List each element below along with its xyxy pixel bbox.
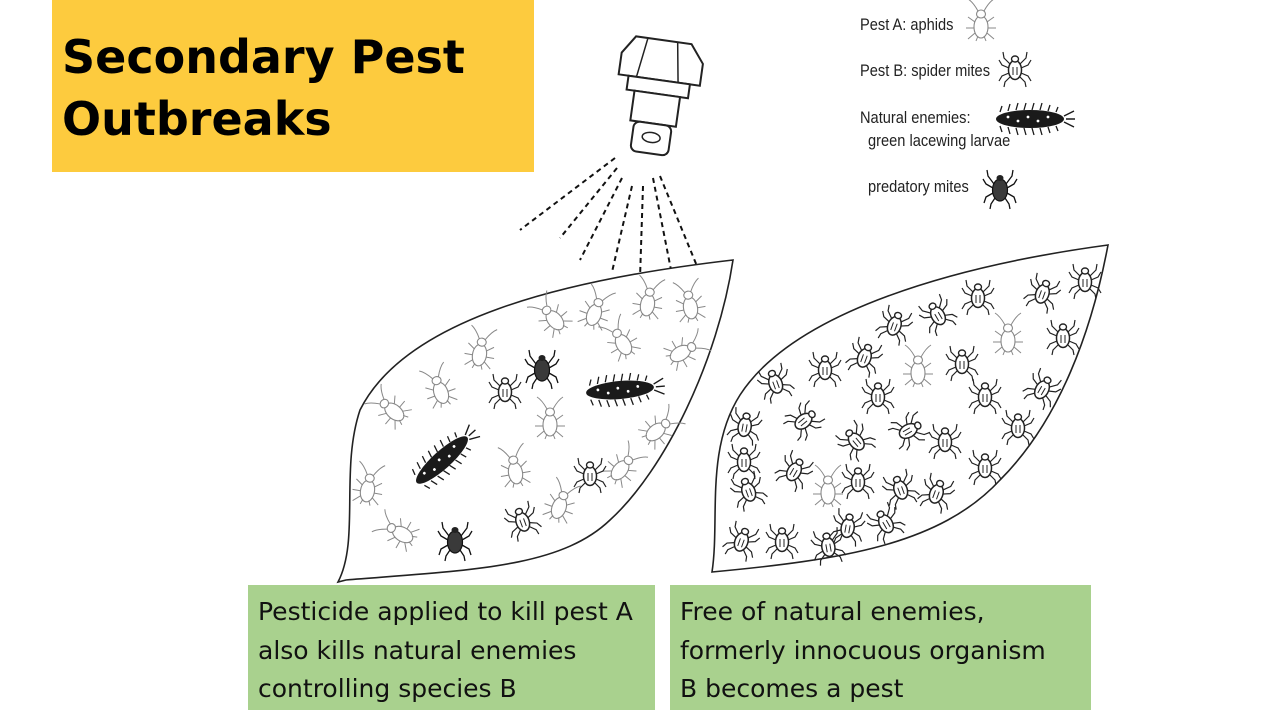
leaf-left — [336, 259, 734, 584]
legend-pest-a: Pest A: aphids — [860, 15, 954, 34]
page-title: Secondary Pest Outbreaks — [62, 26, 465, 150]
caption-left-line-3: controlling species B — [258, 674, 517, 703]
caption-right: Free of natural enemies, formerly innocu… — [670, 585, 1091, 710]
spray-nozzle-icon — [617, 35, 704, 157]
caption-right-line-3: B becomes a pest — [680, 674, 904, 703]
legend-predatory-mites: predatory mites — [868, 177, 969, 196]
legend-natural-enemies: Natural enemies: — [860, 108, 971, 127]
spray-lines — [519, 157, 707, 289]
title-box: Secondary Pest Outbreaks — [52, 0, 534, 172]
title-line-1: Secondary Pest — [62, 30, 465, 84]
legend-icons — [965, 0, 1076, 210]
aphid-icon — [965, 0, 997, 42]
title-line-2: Outbreaks — [62, 92, 332, 146]
caption-left-line-2: also kills natural enemies — [258, 635, 577, 665]
legend-pest-b: Pest B: spider mites — [860, 61, 991, 80]
legend-lacewing-larvae: green lacewing larvae — [868, 131, 1011, 150]
caption-right-line-2: formerly innocuous organism — [680, 635, 1046, 665]
predatory-mite-icon — [982, 169, 1018, 210]
caption-right-line-1: Free of natural enemies, — [680, 597, 985, 626]
caption-left-line-1: Pesticide applied to kill pest A — [258, 597, 633, 626]
caption-left: Pesticide applied to kill pest A also ki… — [248, 585, 655, 710]
spider-mite-icon — [998, 51, 1032, 88]
